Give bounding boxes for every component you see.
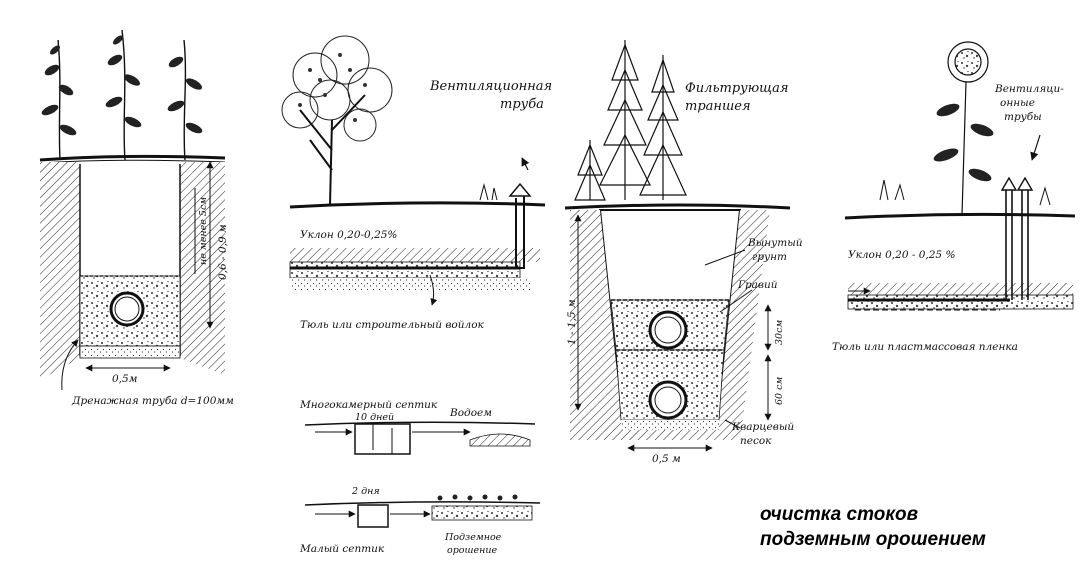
right-panel: Вентиляци- онные трубы Уклон 0,20 - 0,25… [832, 41, 1076, 353]
drainage-depth-dim: 0,6 - 0,9 м [217, 224, 229, 280]
vent-slope: Уклон 0,20-0,25% [300, 229, 397, 241]
days10-label: 10 дней [355, 412, 394, 423]
tree-illustration [281, 35, 393, 206]
vent-label-line2: труба [500, 97, 544, 112]
right-vent-line2: онные [1000, 97, 1035, 109]
right-film: Тюль или пластмассовая пленка [832, 341, 1018, 353]
pond-label: Водоем [449, 407, 492, 419]
septic-panel: Многокамерный септик 10 дней Водоем 2 дн… [299, 399, 541, 556]
trench-panel: Фильтрующая траншея Вынутый грунт Гравий… [564, 40, 803, 465]
small-septic-label: Малый септик [299, 543, 385, 555]
trench-depth: 1 - 1,5 м [566, 299, 578, 345]
drainage-width-dim: 0,5м [112, 373, 137, 385]
conifers-illustration [574, 40, 687, 201]
trench-title-2: траншея [685, 99, 751, 114]
trench-width: 0,5 м [652, 453, 681, 465]
trench-title-1: Фильтрующая [685, 81, 789, 96]
dim-30: 30см [774, 320, 785, 345]
vent-felt: Тюль или строительный войлок [300, 319, 485, 331]
sand-label-1: Кварцевый [731, 421, 794, 433]
drainage-pipe-label: Дренажная труба d=100мм [71, 395, 234, 407]
irrigation-label-2: орошение [447, 545, 498, 556]
dim-60: 60 см [774, 377, 785, 405]
right-vent-line1: Вентиляци- [994, 83, 1064, 95]
multi-septic-label: Многокамерный септик [299, 399, 438, 411]
sunflower-illustration [933, 41, 994, 216]
soil-label-1: Вынутый [747, 237, 803, 249]
plants-illustration [41, 29, 203, 161]
sand-label-2: песок [740, 435, 772, 447]
vent-label-line1: Вентиляционная [429, 79, 552, 94]
right-slope: Уклон 0,20 - 0,25 % [848, 249, 955, 261]
caption-line1: очистка стоков [760, 504, 918, 525]
days2-label: 2 дня [351, 486, 380, 497]
soil-label-2: грунт [752, 251, 787, 263]
drainage-panel: 0,6 - 0,9 м не менее 5см 0,5м Дренажная … [39, 29, 234, 407]
irrigation-label-1: Подземное [444, 532, 502, 543]
caption-line2: подземным орошением [760, 529, 986, 550]
gravel-label: Гравий [737, 279, 778, 291]
vent-panel: Вентиляционная труба Уклон 0,20-0,25% Тю… [281, 35, 552, 331]
right-vent-line3: трубы [1004, 111, 1042, 123]
drainage-min-dim: не менее 5см [198, 197, 209, 265]
